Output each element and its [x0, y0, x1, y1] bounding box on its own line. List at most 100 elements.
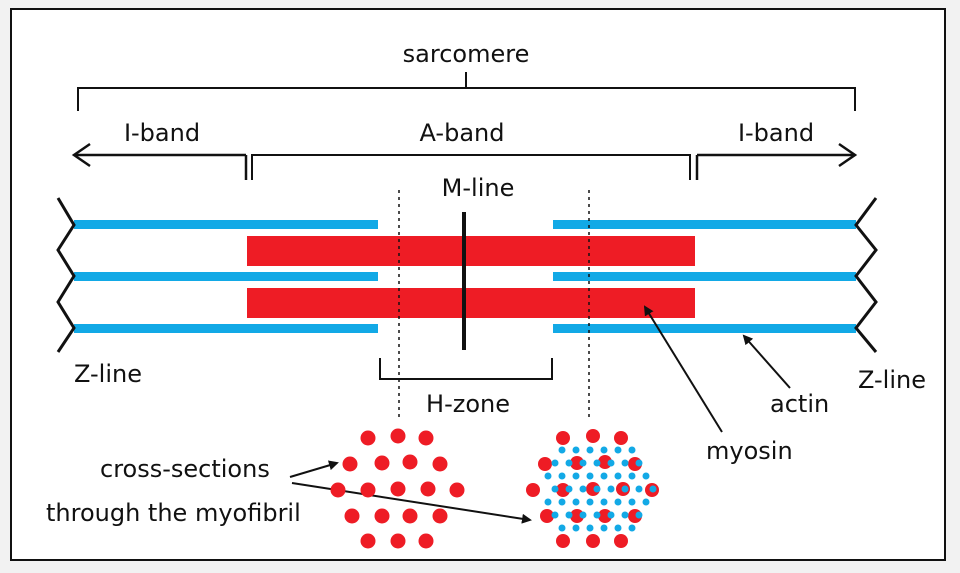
- actin-filament-bottom-right: [553, 324, 856, 333]
- actin-dot: [614, 524, 622, 532]
- myosin-dot: [570, 456, 584, 470]
- actin-dot: [635, 485, 643, 493]
- myosin-dot: [586, 534, 600, 548]
- myosin-dot: [538, 457, 552, 471]
- actin-dot: [607, 511, 615, 519]
- myosin-dot: [420, 481, 436, 497]
- myosin-dot: [374, 508, 390, 524]
- actin-filament-top-left: [74, 220, 378, 229]
- cross-section-h-zone: [330, 428, 465, 549]
- cross-sections-label: cross-sections: [100, 455, 270, 483]
- myosin-dot: [586, 429, 600, 443]
- actin-dot: [593, 459, 601, 467]
- m-line-label: M-line: [442, 174, 515, 202]
- actin-dot: [621, 511, 629, 519]
- actin-dot: [551, 485, 559, 493]
- z-line-right: [854, 197, 878, 353]
- i-band-left-arrow: [71, 142, 248, 180]
- cross-section-arrow-upper: [289, 460, 339, 478]
- actin-dot: [607, 485, 615, 493]
- i-band-left-label: I-band: [124, 119, 200, 147]
- actin-dot: [635, 511, 643, 519]
- actin-dot: [628, 524, 636, 532]
- actin-filament-mid-left: [74, 272, 378, 281]
- actin-dot: [586, 524, 594, 532]
- actin-dot: [551, 459, 559, 467]
- actin-dot: [565, 511, 573, 519]
- z-line-left-label: Z-line: [74, 360, 142, 388]
- myosin-dot: [540, 509, 554, 523]
- actin-dot: [572, 446, 580, 454]
- myosin-dot: [614, 431, 628, 445]
- myosin-dot: [598, 509, 612, 523]
- actin-dot: [635, 459, 643, 467]
- actin-dot: [586, 498, 594, 506]
- myosin-dot: [570, 509, 584, 523]
- actin-dot: [628, 498, 636, 506]
- actin-dot: [614, 498, 622, 506]
- myosin-dot: [390, 428, 406, 444]
- myosin-dot: [402, 454, 418, 470]
- myosin-dot: [432, 508, 448, 524]
- actin-dot: [628, 446, 636, 454]
- myosin-dot: [390, 533, 406, 549]
- myosin-dot: [432, 456, 448, 472]
- actin-dot: [628, 472, 636, 480]
- actin-dot: [607, 459, 615, 467]
- z-line-left: [56, 197, 76, 353]
- myosin-dot: [614, 534, 628, 548]
- actin-dot: [600, 498, 608, 506]
- actin-dot: [544, 472, 552, 480]
- actin-dot: [586, 446, 594, 454]
- myosin-filament-bottom: [247, 288, 695, 318]
- i-band-right-label: I-band: [738, 119, 814, 147]
- actin-dot: [621, 485, 629, 493]
- myosin-dot: [556, 483, 570, 497]
- i-band-right-arrow: [695, 142, 858, 180]
- actin-dot: [593, 485, 601, 493]
- diagram-frame: [10, 8, 946, 561]
- myosin-filament-top: [247, 236, 695, 266]
- actin-label: actin: [770, 390, 829, 418]
- through-myofibril-label: through the myofibril: [46, 499, 301, 527]
- myosin-dot: [598, 455, 612, 469]
- actin-dot: [649, 485, 657, 493]
- myosin-dot: [526, 483, 540, 497]
- actin-dot: [600, 524, 608, 532]
- actin-dot: [565, 459, 573, 467]
- myosin-dot: [556, 431, 570, 445]
- actin-dot: [614, 472, 622, 480]
- actin-arrow: [742, 334, 791, 389]
- actin-dot: [558, 498, 566, 506]
- actin-dot: [600, 472, 608, 480]
- actin-filament-bottom-left: [74, 324, 378, 333]
- actin-dot: [579, 511, 587, 519]
- actin-dot: [621, 459, 629, 467]
- myosin-dot: [342, 456, 358, 472]
- myosin-dot: [390, 481, 406, 497]
- actin-dot: [642, 472, 650, 480]
- actin-dot: [572, 498, 580, 506]
- actin-dot: [565, 485, 573, 493]
- myosin-dot: [402, 508, 418, 524]
- z-line-right-label: Z-line: [858, 366, 926, 394]
- actin-dot: [614, 446, 622, 454]
- myosin-dot: [418, 533, 434, 549]
- actin-filament-mid-right: [553, 272, 856, 281]
- actin-dot: [544, 498, 552, 506]
- cross-section-overlap-zone: [526, 429, 659, 548]
- myosin-dot: [360, 430, 376, 446]
- actin-dot: [558, 524, 566, 532]
- myosin-label: myosin: [706, 437, 793, 465]
- sarcomere-label: sarcomere: [403, 40, 530, 68]
- actin-dot: [586, 472, 594, 480]
- myosin-dot: [449, 482, 465, 498]
- sarcomere-bracket: [77, 72, 856, 111]
- myosin-dot: [418, 430, 434, 446]
- actin-filaments: [74, 220, 856, 333]
- actin-dot: [551, 511, 559, 519]
- myosin-dot: [374, 455, 390, 471]
- actin-dot: [600, 446, 608, 454]
- h-zone-label: H-zone: [426, 390, 510, 418]
- actin-dot: [558, 472, 566, 480]
